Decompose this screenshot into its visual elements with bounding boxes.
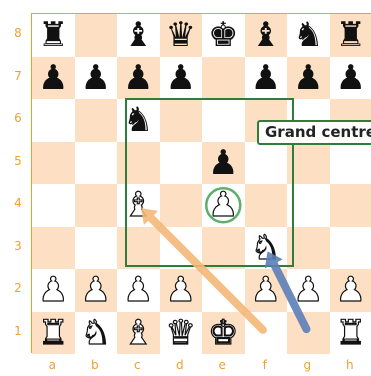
file-label-e: e — [201, 358, 244, 372]
rank-label-5: 5 — [12, 154, 24, 168]
file-label-b: b — [74, 358, 117, 372]
file-label-a: a — [31, 358, 74, 372]
highlight-e4-circle — [206, 188, 240, 222]
rank-label-4: 4 — [12, 196, 24, 210]
file-label-f: f — [244, 358, 287, 372]
rank-label-6: 6 — [12, 111, 24, 125]
rank-label-1: 1 — [12, 324, 24, 338]
rank-label-2: 2 — [12, 281, 24, 295]
rank-label-3: 3 — [12, 239, 24, 253]
file-label-c: c — [116, 358, 159, 372]
rank-label-7: 7 — [12, 69, 24, 83]
file-label-g: g — [286, 358, 329, 372]
file-label-h: h — [329, 358, 371, 372]
rank-label-8: 8 — [12, 26, 24, 40]
chessboard: ♜♝♛♚♝♞♜♟♟♟♟♟♟♟♞♟♝♟♞♟♟♟♟♟♟♟♜♞♝♛♚♜ Grand c… — [31, 13, 371, 353]
knight-arrow — [265, 251, 307, 329]
grand-centre-label: Grand centre — [257, 120, 371, 145]
annotation-layer — [32, 14, 371, 354]
file-label-d: d — [159, 358, 202, 372]
bishop-arrow — [141, 208, 263, 330]
